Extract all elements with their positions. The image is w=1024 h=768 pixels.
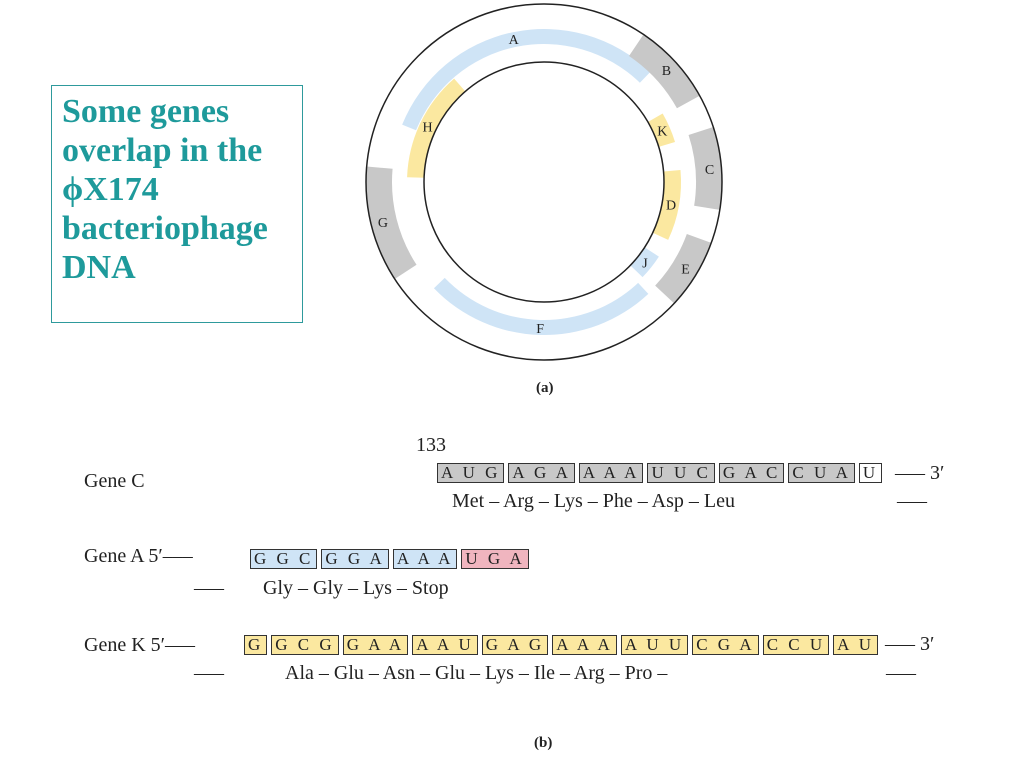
caption-b: (b) (534, 735, 553, 751)
codon: A A A (578, 463, 644, 483)
codon: G (244, 635, 268, 655)
title-box: Some genes overlap in the ϕX174 bacterio… (51, 85, 303, 323)
codon: G A C (718, 463, 785, 483)
gene-label-b: B (662, 64, 671, 79)
codon: A U G (437, 463, 505, 483)
gene-segment-j (630, 247, 659, 278)
gene-c-suffix: ––– 3′ (895, 462, 945, 484)
inner-circle (423, 61, 665, 303)
gene-segment-a (402, 28, 651, 131)
codon: A G A (508, 463, 575, 483)
gene-label-f: F (536, 322, 544, 337)
gene-label-e: E (681, 263, 690, 278)
sequence-position: 133 (416, 434, 446, 456)
gene-segment-k (647, 113, 676, 147)
caption-a: (a) (536, 380, 554, 396)
gene-label-k: K (657, 125, 667, 140)
gene-segment-g (366, 166, 417, 279)
gene-k-amino-acids: Ala – Glu – Asn – Glu – Lys – Ile – Arg … (285, 662, 668, 684)
gene-label-a: A (509, 33, 520, 48)
codon: G G A (321, 549, 389, 569)
codon: A A A (552, 635, 617, 655)
gene-label-h: H (423, 120, 433, 135)
gene-segment-d (652, 170, 681, 240)
gene-a-aa-prefix: ––– (194, 577, 224, 599)
gene-segment-b (628, 34, 700, 109)
gene-k-suffix: ––– 3′ (885, 633, 935, 655)
codon: U G A (461, 549, 529, 569)
gene-k-label: Gene K 5′––– (84, 634, 196, 656)
gene-segment-e (655, 233, 712, 304)
gene-a-label: Gene A 5′––– (84, 545, 193, 567)
codon: G A A (342, 635, 409, 655)
gene-c-label: Gene C (84, 470, 145, 492)
codon: A U (833, 635, 879, 655)
codon: U (858, 463, 883, 483)
gene-k-aa-prefix: ––– (194, 662, 224, 684)
codon: U U C (647, 463, 715, 483)
codon: A A U (412, 635, 478, 655)
title-text: Some genes overlap in the ϕX174 bacterio… (62, 93, 268, 286)
gene-label-d: D (666, 198, 676, 213)
outer-circle (365, 3, 723, 361)
gene-label-c: C (705, 163, 714, 178)
genome-map: A B C K D E J F G H (365, 3, 723, 361)
gene-label-g: G (378, 216, 388, 231)
gene-c-amino-acids: Met – Arg – Lys – Phe – Asp – Leu (452, 490, 735, 512)
gene-c-aa-suffix: ––– (897, 490, 927, 512)
codon: C C U (762, 635, 830, 655)
codon: G C G (271, 635, 339, 655)
codon: A U U (620, 635, 689, 655)
gene-k-aa-suffix: ––– (886, 662, 916, 684)
codon: G G C (250, 549, 318, 569)
codon: C G A (692, 635, 759, 655)
codon: C U A (788, 463, 855, 483)
gene-segment-c (688, 126, 722, 210)
gene-segment-f (433, 277, 649, 336)
gene-label-j: J (642, 256, 648, 271)
codon: A A A (392, 549, 458, 569)
gene-a-amino-acids: Gly – Gly – Lys – Stop (263, 577, 449, 599)
codon: G A G (481, 635, 549, 655)
